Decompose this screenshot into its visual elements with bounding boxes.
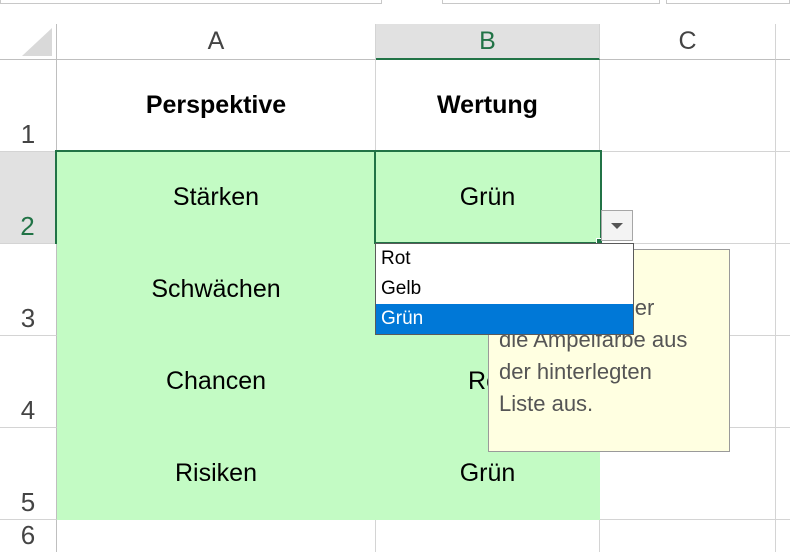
cell-d4[interactable] bbox=[776, 336, 790, 428]
name-box[interactable] bbox=[0, 0, 382, 4]
cell-b2-value: Grün bbox=[459, 183, 516, 211]
cell-a5[interactable]: Risiken bbox=[57, 428, 376, 520]
row-label-2: 2 bbox=[20, 211, 35, 241]
cell-a3-value: Schwächen bbox=[151, 275, 281, 303]
column-label-c: C bbox=[678, 27, 697, 55]
row-label-5: 5 bbox=[20, 487, 36, 517]
cell-c1[interactable] bbox=[600, 60, 776, 152]
column-label-b: B bbox=[479, 26, 496, 55]
cell-b1[interactable]: Wertung bbox=[376, 60, 600, 152]
cell-a6[interactable] bbox=[57, 520, 376, 552]
column-header-a[interactable]: A bbox=[57, 24, 376, 60]
cell-a2-value: Stärken bbox=[172, 183, 260, 211]
validation-dropdown-button[interactable] bbox=[601, 210, 633, 241]
validation-dropdown-list[interactable]: Rot Gelb Grün bbox=[375, 243, 634, 335]
cell-c5[interactable] bbox=[600, 428, 776, 520]
cell-a3[interactable]: Schwächen bbox=[57, 244, 376, 336]
cell-a2[interactable]: Stärken bbox=[57, 152, 376, 244]
cell-a4-value: Chancen bbox=[165, 367, 267, 395]
header-wertung: Wertung bbox=[437, 91, 538, 119]
cell-a4[interactable]: Chancen bbox=[57, 336, 376, 428]
row-label-3: 3 bbox=[20, 303, 36, 333]
cell-d5[interactable] bbox=[776, 428, 790, 520]
row-header-4[interactable]: 4 bbox=[0, 336, 57, 428]
row-header-2[interactable]: 2 bbox=[0, 152, 57, 244]
cell-d2[interactable] bbox=[776, 152, 790, 244]
tooltip-line-3: der hinterlegten bbox=[499, 359, 652, 384]
cell-b6[interactable] bbox=[376, 520, 600, 552]
header-perspektive: Perspektive bbox=[145, 91, 287, 119]
dropdown-option-gruen[interactable]: Grün bbox=[376, 304, 633, 334]
select-all-corner[interactable] bbox=[0, 24, 57, 60]
row-label-1: 1 bbox=[20, 119, 36, 149]
cell-d1[interactable] bbox=[776, 60, 790, 152]
row-header-6[interactable]: 6 bbox=[0, 520, 57, 552]
row-label-4: 4 bbox=[20, 395, 36, 425]
cell-a1[interactable]: Perspektive bbox=[57, 60, 376, 152]
chevron-down-icon bbox=[611, 222, 623, 229]
select-all-triangle-icon bbox=[22, 28, 52, 56]
column-header-c[interactable]: C bbox=[600, 24, 776, 60]
column-header-b[interactable]: B bbox=[376, 24, 600, 60]
dropdown-option-gelb[interactable]: Gelb bbox=[381, 278, 422, 299]
cell-b5-value: Grün bbox=[459, 459, 516, 487]
dropdown-option-rot[interactable]: Rot bbox=[381, 248, 411, 269]
formula-bar[interactable] bbox=[442, 0, 660, 4]
cell-c2[interactable] bbox=[600, 152, 776, 244]
column-header-d[interactable] bbox=[776, 24, 790, 60]
cell-b5[interactable]: Grün bbox=[376, 428, 600, 520]
tooltip-line-4: Liste aus. bbox=[499, 391, 594, 416]
column-label-a: A bbox=[207, 27, 225, 55]
row-header-1[interactable]: 1 bbox=[0, 60, 57, 152]
row-header-5[interactable]: 5 bbox=[0, 428, 57, 520]
formula-bar-extension[interactable] bbox=[666, 0, 790, 4]
row-header-3[interactable]: 3 bbox=[0, 244, 57, 336]
cell-c6[interactable] bbox=[600, 520, 776, 552]
cell-d3[interactable] bbox=[776, 244, 790, 336]
cell-a5-value: Risiken bbox=[175, 459, 257, 487]
cell-b2[interactable]: Grün bbox=[376, 152, 600, 244]
row-label-6: 6 bbox=[20, 520, 36, 550]
